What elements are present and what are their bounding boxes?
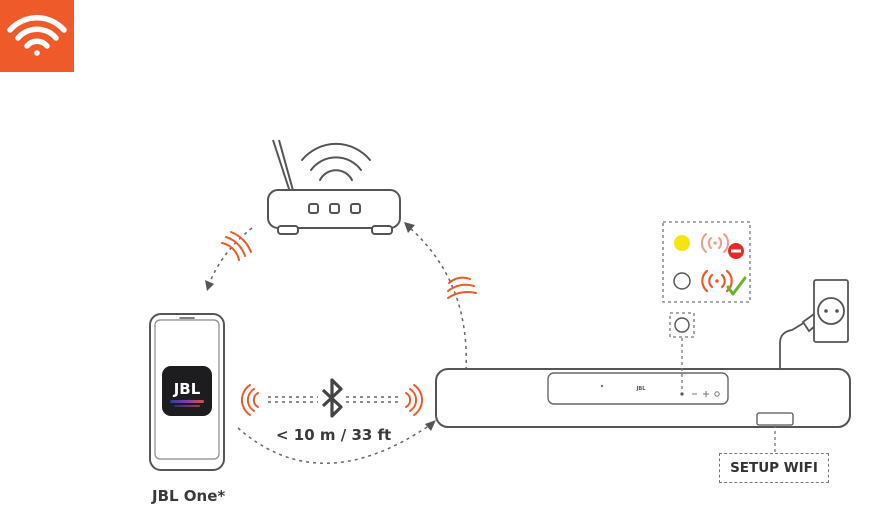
status-legend	[662, 221, 751, 303]
router-to-phone-arc	[209, 227, 253, 283]
soundbar-logo: JBL	[636, 386, 647, 392]
led-off-icon	[673, 272, 691, 290]
wifi-icon	[7, 15, 67, 56]
connection-arcs	[209, 227, 467, 464]
phone-bluetooth-waves	[241, 384, 259, 416]
status-row-not-connected	[674, 233, 744, 259]
router-signal-wave-right	[447, 276, 477, 299]
connecting-signal-icon	[700, 233, 730, 253]
soundbar: JBL	[435, 368, 851, 428]
jbl-one-app-icon: JBL	[162, 366, 212, 416]
soundbar-volume-up	[703, 391, 709, 397]
app-name-label: JBL One*	[152, 487, 226, 505]
bluetooth-icon	[321, 378, 343, 418]
status-row-connected	[673, 269, 747, 296]
phone: JBL	[149, 313, 225, 471]
bluetooth-distance-label: < 10 m / 33 ft	[276, 426, 392, 444]
soundbar-mic-dot	[600, 384, 604, 388]
soundbar-display-window	[756, 412, 794, 426]
router-signal-wave-left	[221, 231, 252, 261]
power-outlet	[779, 279, 849, 370]
soundbar-led-button	[680, 392, 684, 396]
arrowheads	[205, 222, 436, 431]
arrowhead-phone	[205, 280, 214, 291]
checkmark-icon	[726, 276, 747, 296]
app-icon-brand-text: JBL	[173, 380, 201, 398]
led-yellow-icon	[674, 235, 690, 251]
led-zoom-indicator	[674, 317, 690, 333]
led-callout	[669, 312, 776, 453]
soundbar-control-buttons	[680, 391, 720, 397]
badge-background	[0, 0, 74, 72]
wifi-badge	[0, 0, 74, 72]
led-zoom-box	[669, 312, 695, 338]
signal-waves	[221, 231, 477, 416]
soundbar-bluetooth-waves	[405, 384, 423, 416]
no-entry-icon	[728, 243, 744, 259]
setup-wifi-button[interactable]: SETUP WIFI	[719, 453, 829, 483]
soundbar-power-button	[714, 391, 720, 397]
arrowhead-soundbar	[425, 420, 436, 431]
soundbar-to-router-arc	[409, 227, 467, 371]
router-wifi-waves	[301, 143, 371, 181]
router-icon	[267, 139, 401, 235]
arrowhead-router	[404, 222, 415, 233]
phone-to-soundbar-arc	[237, 424, 431, 464]
